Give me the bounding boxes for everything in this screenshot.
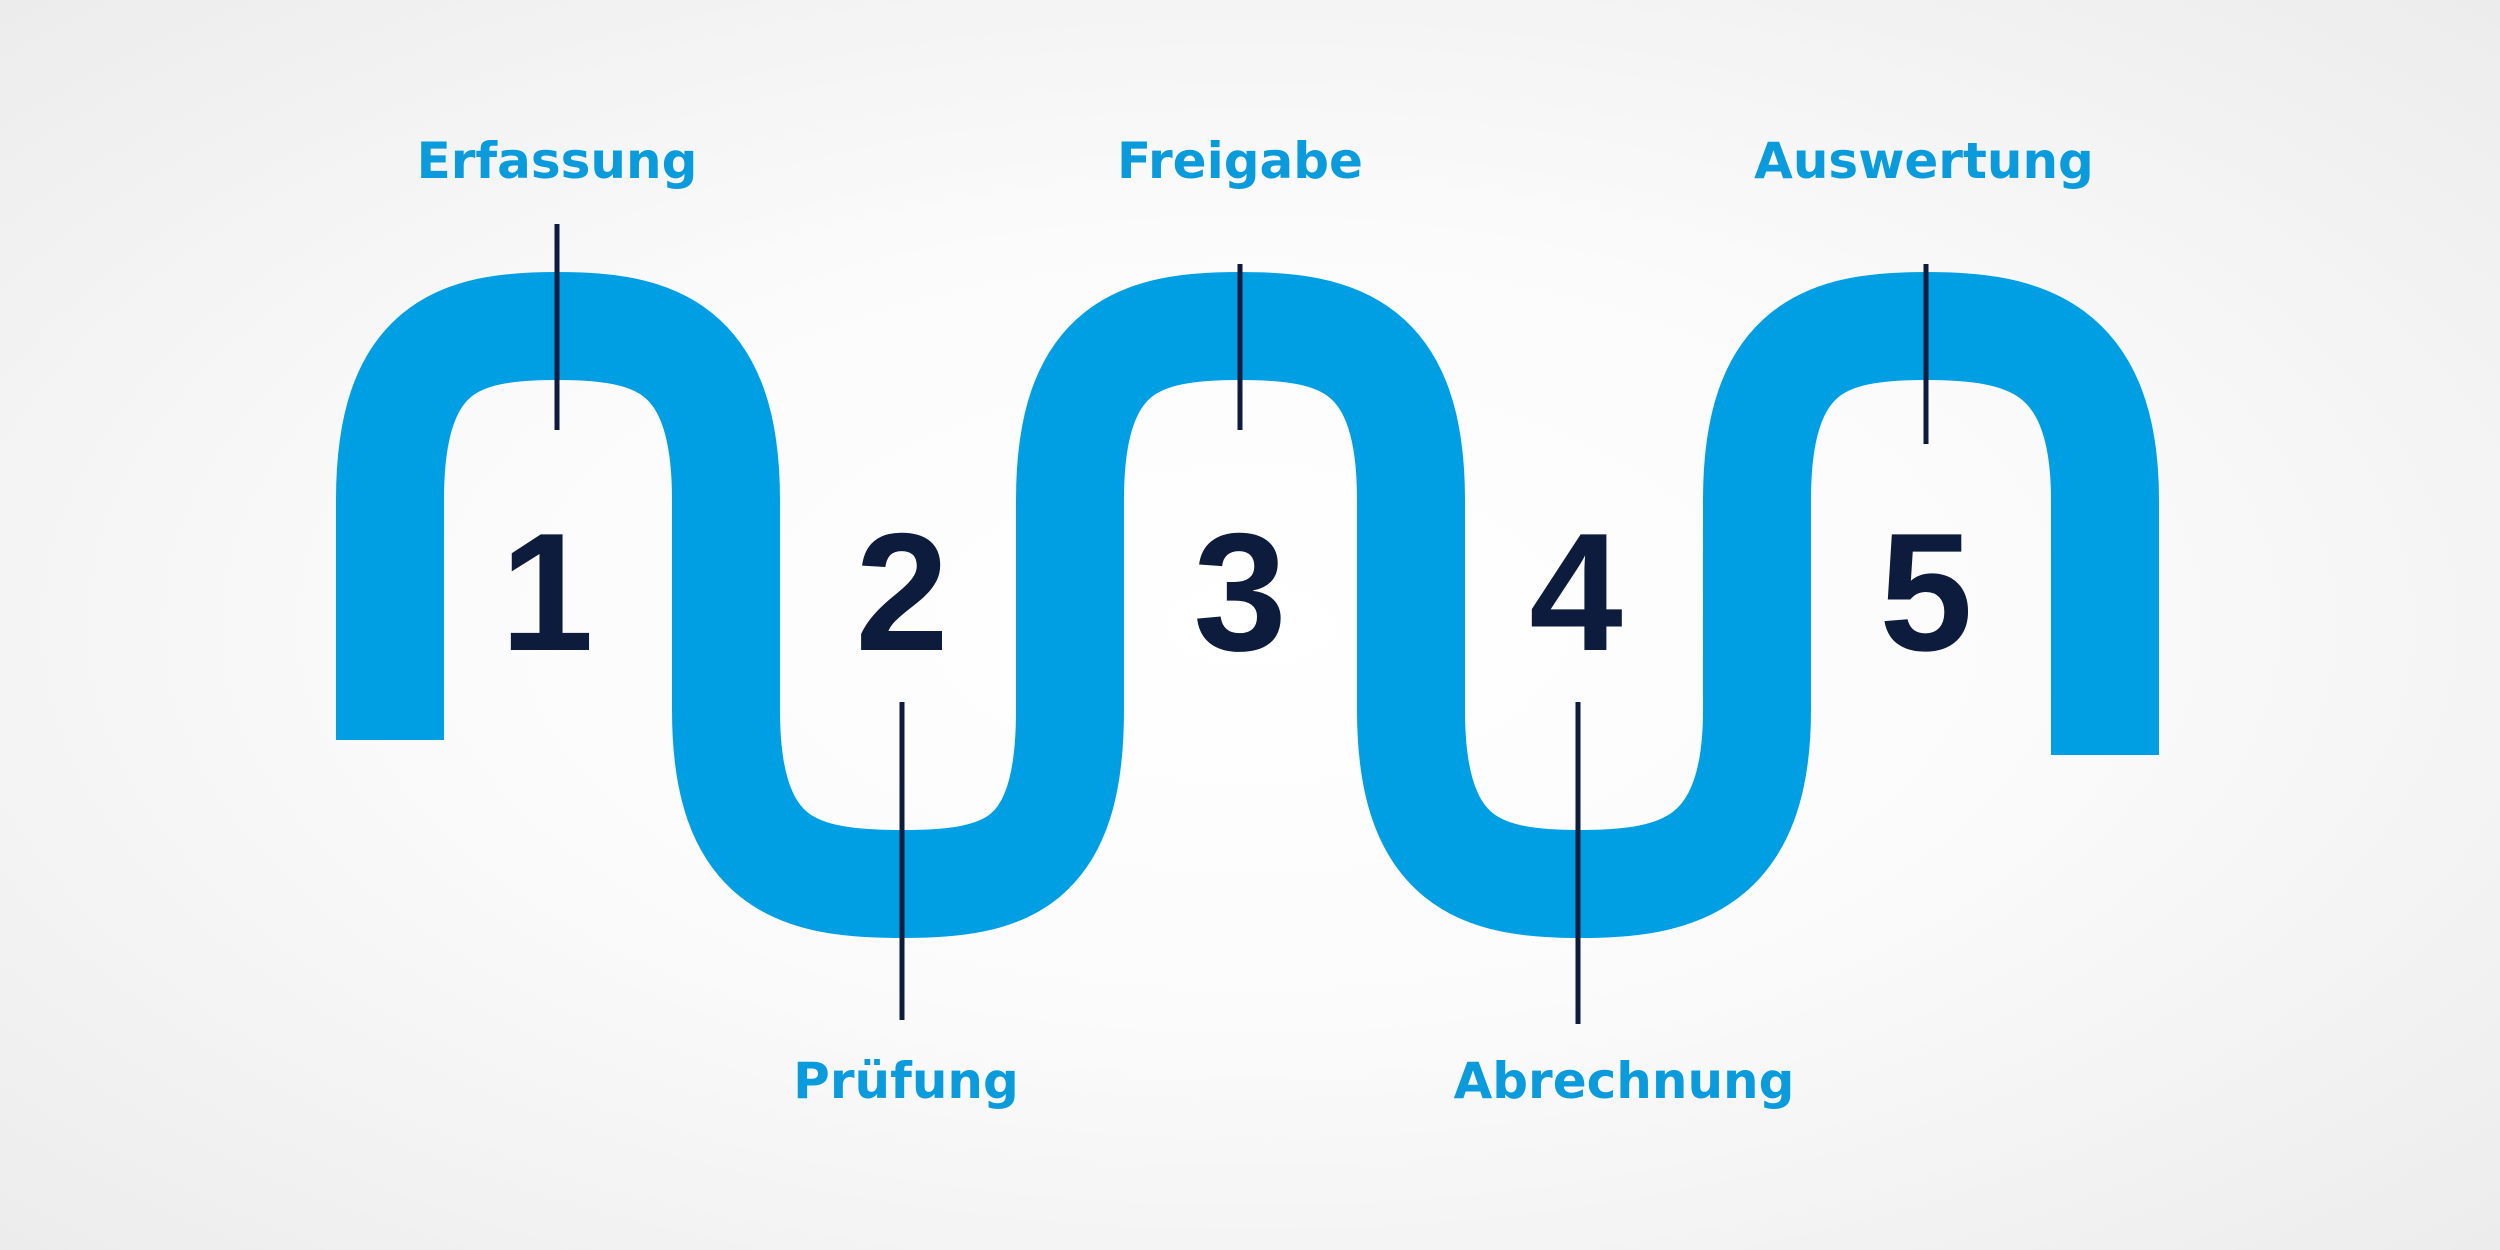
step-4-label: Abrechnung: [1454, 1052, 1795, 1110]
step-5-label: Auswertung: [1754, 132, 2094, 190]
step-2-label: Prüfung: [793, 1052, 1019, 1110]
step-3-number: 3: [1193, 498, 1286, 686]
step-1-number: 1: [500, 498, 593, 686]
step-3-label: Freigabe: [1117, 132, 1363, 190]
step-4-number: 4: [1529, 498, 1622, 686]
step-5-number: 5: [1879, 498, 1972, 686]
step-2-number: 2: [855, 498, 948, 686]
step-1-label: Erfassung: [417, 132, 698, 190]
